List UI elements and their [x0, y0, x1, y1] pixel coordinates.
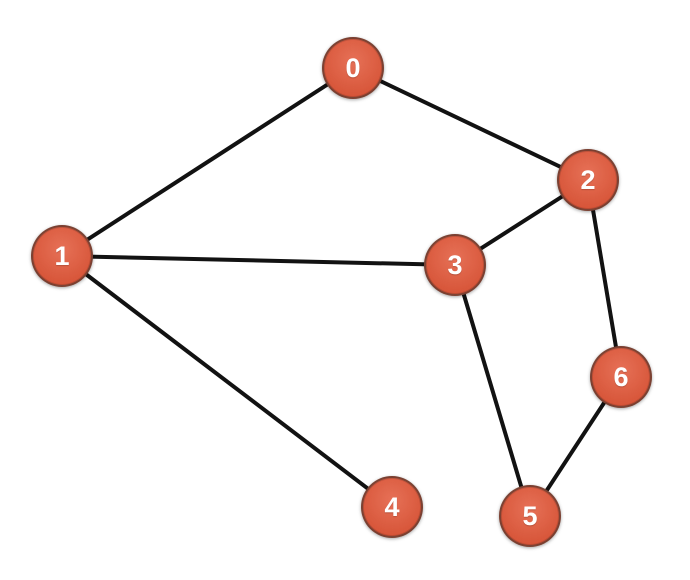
node-label: 4	[384, 491, 400, 522]
node-label: 2	[580, 164, 596, 195]
graph-edge-2-6	[586, 178, 623, 379]
node-label: 3	[447, 249, 463, 280]
node-label: 1	[54, 240, 70, 271]
node-label: 5	[522, 500, 538, 531]
graph-node-4: 4	[361, 476, 423, 538]
graph-edge-1-3	[60, 254, 457, 267]
node-label: 0	[345, 52, 361, 83]
graph-node-6: 6	[590, 346, 652, 408]
graph-edge-1-4	[60, 254, 394, 509]
graph-node-2: 2	[557, 149, 619, 211]
node-label: 6	[613, 361, 629, 392]
graph-node-3: 3	[424, 234, 486, 296]
graph-edge-0-2	[351, 66, 590, 182]
graph-node-5: 5	[499, 485, 561, 547]
graph-node-0: 0	[322, 37, 384, 99]
graph-edge-0-1	[60, 66, 355, 258]
graph-edge-3-5	[453, 263, 532, 518]
graph-node-1: 1	[31, 225, 93, 287]
